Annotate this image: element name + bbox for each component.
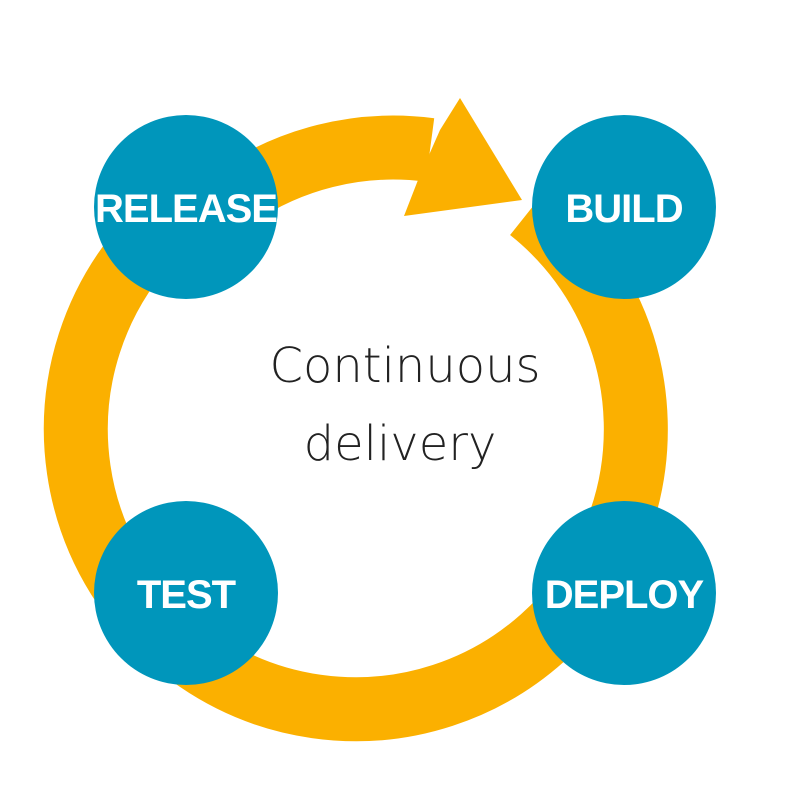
node-deploy: DEPLOY xyxy=(532,501,716,685)
arrowhead xyxy=(404,98,522,216)
node-test-circle xyxy=(94,501,278,685)
ring-arc xyxy=(43,140,668,742)
node-build: BUILD xyxy=(532,115,716,299)
node-deploy-label: DEPLOY xyxy=(545,573,705,617)
node-build-circle xyxy=(532,115,716,299)
node-build-label: BUILD xyxy=(565,187,682,231)
node-release-label: RELEASE xyxy=(95,187,277,231)
center-title-line2: delivery xyxy=(304,416,497,472)
node-deploy-circle xyxy=(532,501,716,685)
center-title-line1: Continuous xyxy=(269,338,540,394)
node-test: TEST xyxy=(94,501,278,685)
node-release-circle xyxy=(94,115,278,299)
node-release: RELEASE xyxy=(94,115,278,299)
node-test-label: TEST xyxy=(137,573,236,617)
